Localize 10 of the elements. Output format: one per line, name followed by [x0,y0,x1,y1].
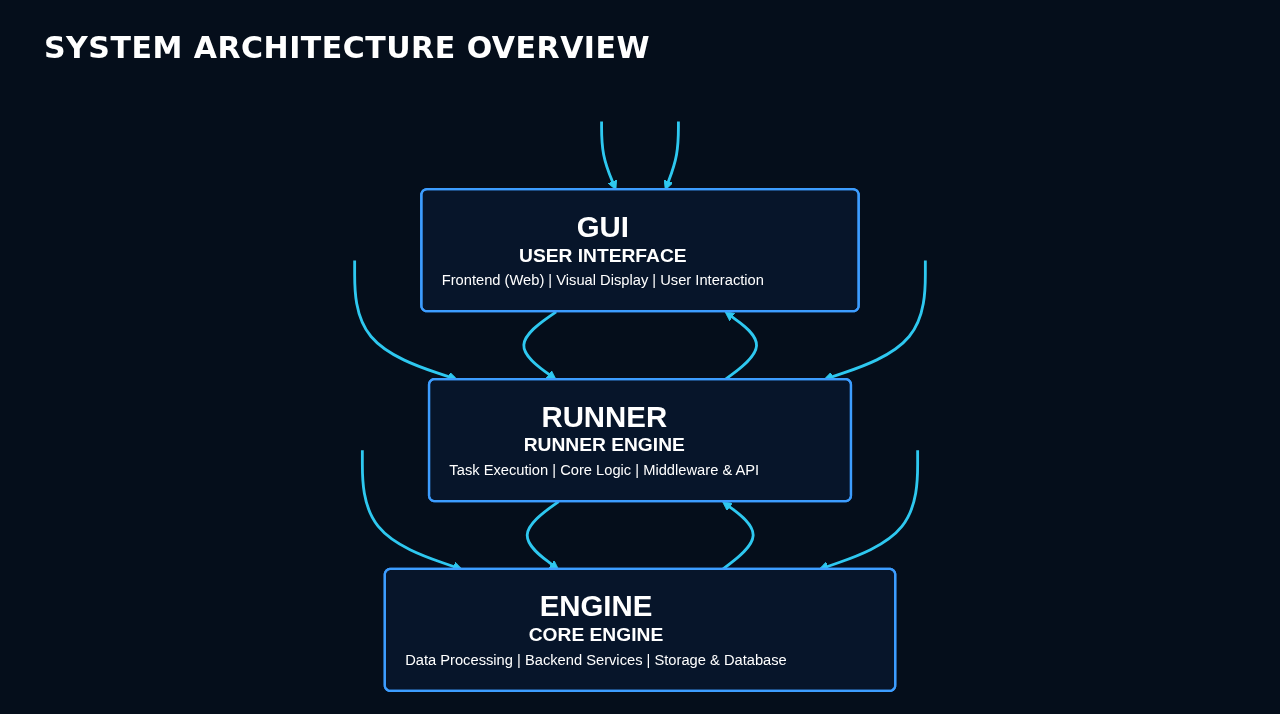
node-heading: USER INTERFACE [519,244,687,267]
node-name: RUNNER [541,399,668,434]
node-name: ENGINE [539,589,653,624]
node-description: Data Processing | Backend Services | Storage & Database [405,650,787,668]
node-heading: RUNNER ENGINE [523,434,685,457]
node-heading: CORE ENGINE [528,624,664,646]
node-name: GUI [576,209,629,244]
node-description: Task Execution | Core Logic | Middleware & API [449,461,760,478]
node-description: Frontend (Web) | Visual Display | User Interaction [441,271,764,289]
diagram-title: SYSTEM ARCHITECTURE OVERVIEW [44,30,651,65]
